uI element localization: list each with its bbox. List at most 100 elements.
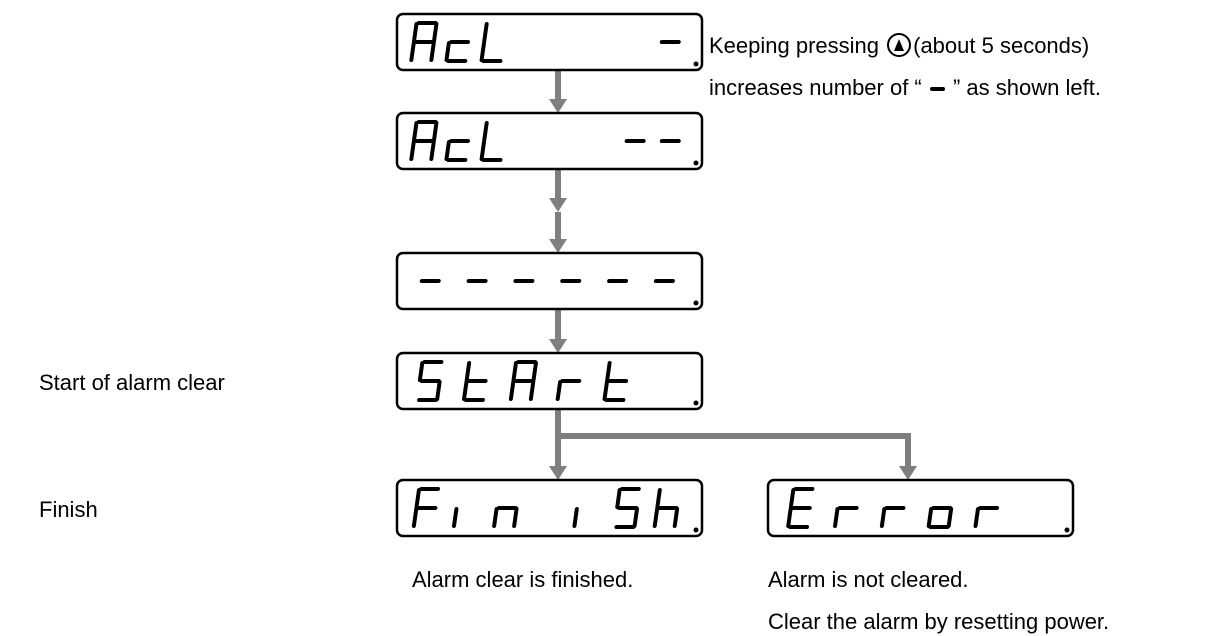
segment-char xyxy=(462,361,488,402)
segment-char xyxy=(555,379,582,401)
segment-c xyxy=(512,507,519,528)
segment-e xyxy=(492,507,499,528)
segment-e xyxy=(444,140,451,161)
segment-char xyxy=(409,120,439,161)
decimal-point xyxy=(693,61,699,67)
display-error-frame xyxy=(766,478,1075,538)
note-line-1: Keeping pressing (about 5 seconds) xyxy=(709,33,1089,59)
up-arrow-button-icon xyxy=(887,33,912,58)
display-dashes xyxy=(395,251,704,311)
segment-f xyxy=(605,361,612,382)
segment-b xyxy=(432,121,439,142)
seven-segment-displays xyxy=(395,12,1075,538)
segment-e xyxy=(786,507,793,528)
segment-e xyxy=(879,507,887,528)
segment-char xyxy=(411,487,441,528)
segment-e xyxy=(926,507,934,528)
segment-char xyxy=(614,487,641,529)
segment-e xyxy=(479,140,487,161)
flow-arrows xyxy=(549,70,917,480)
caption-error-line-1: Alarm is not cleared. xyxy=(768,567,969,592)
segment-char xyxy=(479,121,503,162)
display-start xyxy=(395,351,704,411)
note-line2-suffix: ” as shown left. xyxy=(946,75,1101,100)
segment-c xyxy=(429,41,436,62)
caption-finish: Alarm clear is finished. xyxy=(412,567,634,592)
display-finish-frame xyxy=(395,478,704,538)
segment-f xyxy=(511,361,518,382)
segment-c xyxy=(632,507,639,528)
segment-e xyxy=(451,507,459,528)
segment-char xyxy=(444,40,471,63)
segment-char xyxy=(973,506,1000,528)
arrow-dashes-to-start xyxy=(549,309,567,353)
segment-e xyxy=(833,507,840,528)
arrow-start-to-error xyxy=(558,433,917,480)
note-suffix: (about 5 seconds) xyxy=(913,33,1090,58)
display-start-frame xyxy=(395,351,704,411)
segment-e xyxy=(479,41,487,62)
arrow-start-to-finish xyxy=(549,409,567,480)
segment-char xyxy=(508,360,538,401)
segment-e xyxy=(409,41,416,62)
segment-char xyxy=(409,21,439,62)
segment-e xyxy=(508,380,516,401)
segment-f xyxy=(412,121,419,142)
note-prefix: Keeping pressing xyxy=(709,33,886,58)
note-line-2: increases number of “ ” as shown left. xyxy=(709,75,1101,101)
display-acl-1-frame xyxy=(395,12,704,72)
dash-icon xyxy=(929,87,945,92)
segment-char xyxy=(833,506,859,528)
segment-f xyxy=(615,488,622,509)
decimal-point xyxy=(693,160,699,166)
display-dashes-frame xyxy=(395,251,704,311)
segment-f xyxy=(412,22,419,43)
segment-char xyxy=(652,488,680,528)
segment-char xyxy=(786,487,815,529)
segment-e xyxy=(973,507,980,528)
segment-char xyxy=(926,506,954,529)
segment-e xyxy=(444,41,451,62)
segment-char xyxy=(602,361,629,402)
segment-char xyxy=(492,506,519,528)
segment-e xyxy=(652,507,660,528)
segment-e xyxy=(602,380,609,401)
display-acl-1 xyxy=(395,12,704,72)
segment-f xyxy=(482,22,489,43)
segment-f xyxy=(464,361,472,382)
segment-char xyxy=(879,506,906,528)
display-finish xyxy=(395,478,704,538)
segment-c xyxy=(528,380,536,401)
label-start-of-alarm-clear: Start of alarm clear xyxy=(39,370,225,395)
display-error xyxy=(766,478,1075,538)
segment-f xyxy=(788,488,796,509)
segment-e xyxy=(462,380,469,401)
segment-c xyxy=(672,507,680,528)
display-acl-2-frame xyxy=(395,111,704,171)
segment-c xyxy=(435,380,442,401)
segment-char xyxy=(444,139,471,162)
segment-e xyxy=(572,507,579,528)
arrow-acl1-to-acl2 xyxy=(549,70,567,113)
segment-f xyxy=(482,121,489,142)
decimal-point xyxy=(1064,527,1070,533)
segment-b xyxy=(531,361,538,382)
segment-b xyxy=(432,22,439,43)
segment-char xyxy=(417,360,444,402)
segment-e xyxy=(411,507,419,528)
note-line2-prefix: increases number of “ xyxy=(709,75,928,100)
segment-char xyxy=(479,22,503,63)
segment-f xyxy=(414,488,421,509)
decimal-point xyxy=(693,527,699,533)
display-acl-2 xyxy=(395,111,704,171)
segment-c xyxy=(429,140,436,161)
segment-f xyxy=(655,488,662,509)
label-finish: Finish xyxy=(39,497,98,522)
segment-c xyxy=(946,507,954,528)
decimal-point xyxy=(693,300,699,306)
segment-char xyxy=(451,507,459,528)
arrow-step-to-dashes xyxy=(549,212,567,253)
segment-e xyxy=(555,380,563,401)
segment-char xyxy=(572,507,579,528)
